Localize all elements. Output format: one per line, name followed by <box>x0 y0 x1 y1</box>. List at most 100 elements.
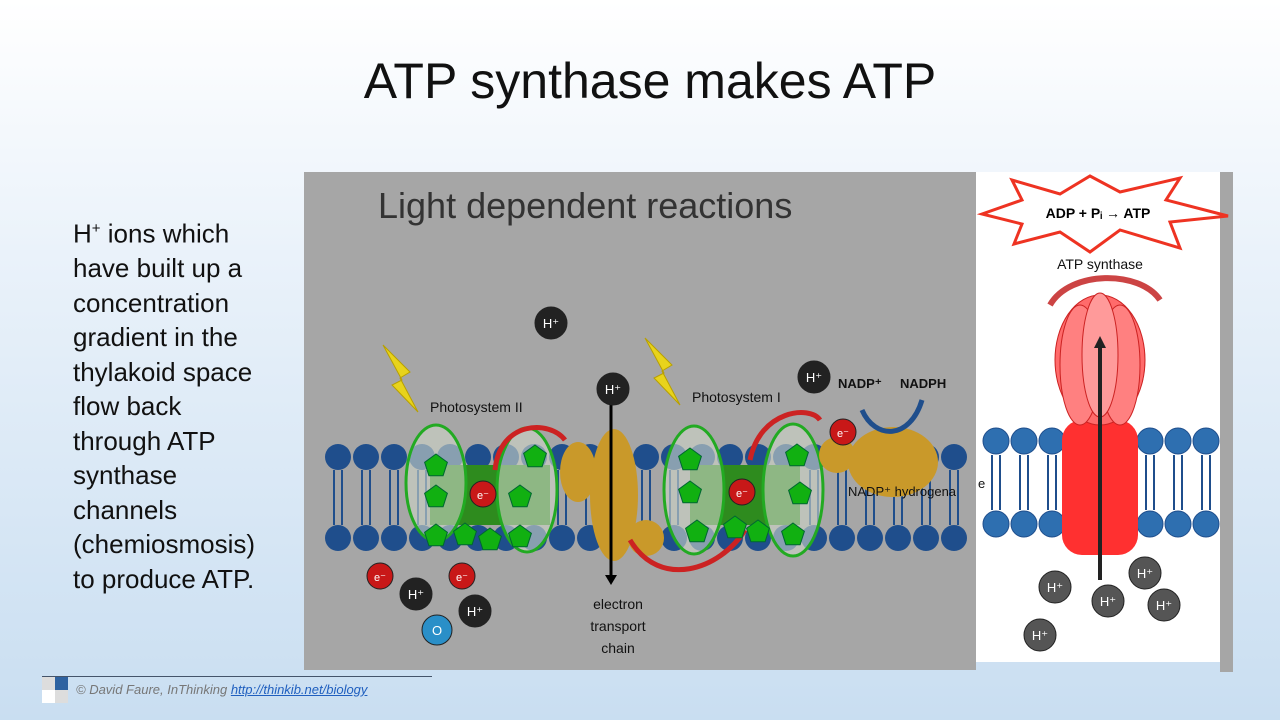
body-prefix: H <box>73 218 92 249</box>
svg-text:H⁺: H⁺ <box>1100 594 1116 609</box>
svg-text:H⁺: H⁺ <box>1047 580 1063 595</box>
chlorophyll-icon <box>678 480 702 504</box>
phospholipid-head <box>829 525 855 551</box>
body-prefix-sup: + <box>91 220 101 237</box>
nadp-hydrogenase-label: NADP⁺ hydrogena <box>848 484 957 499</box>
chlorophyll-icon <box>785 443 809 467</box>
footer-credit: © David Faure, InThinking <box>76 682 228 697</box>
nadp-arrow <box>859 399 925 434</box>
phospholipid-head <box>1164 427 1192 455</box>
etc-label-2: transport <box>590 618 645 634</box>
svg-text:e⁻: e⁻ <box>456 572 468 584</box>
phospholipid-head <box>1136 510 1164 538</box>
body-line: gradient in the <box>73 322 238 353</box>
chlorophyll-icon <box>723 515 747 539</box>
electron-arrow <box>747 410 823 461</box>
h-ion: H⁺ <box>534 306 568 340</box>
etc-label-3: chain <box>601 640 634 656</box>
atp-synthase-label: ATP synthase <box>1057 256 1143 272</box>
svg-text:e⁻: e⁻ <box>374 572 386 584</box>
svg-text:H⁺: H⁺ <box>605 382 621 397</box>
phospholipid-head <box>1192 510 1220 538</box>
phospholipid-head <box>1038 427 1066 455</box>
ps2-label: Photosystem II <box>430 399 523 415</box>
body-line: to produce ATP. <box>73 563 255 594</box>
phospholipid-head <box>717 444 743 470</box>
electron-arrow <box>627 528 748 572</box>
body-line: have built up a <box>73 253 243 284</box>
plastoquinone <box>560 442 596 502</box>
slide-title: ATP synthase makes ATP <box>363 53 937 109</box>
chlorophyll-icon <box>781 522 805 546</box>
ps1-label: Photosystem I <box>692 389 781 405</box>
chlorophyll-pentagons <box>424 443 812 551</box>
chlorophyll-icon <box>424 523 448 547</box>
phospholipid-head <box>941 444 967 470</box>
phospholipid-head <box>549 525 575 551</box>
footer: © David Faure, InThinking http://thinkib… <box>76 682 367 697</box>
equation-starburst <box>976 174 1229 254</box>
equation: ADP + Pᵢ → ATP <box>1046 205 1151 221</box>
phospholipid-head <box>941 525 967 551</box>
h-ion: H⁺ <box>596 372 630 406</box>
panel-edge <box>1220 172 1233 672</box>
body-line: channels <box>73 494 178 525</box>
ferredoxin <box>819 437 855 473</box>
h-ion: H⁺ <box>1038 570 1072 604</box>
nadp-label: NADP⁺ <box>838 376 882 391</box>
h-ion: H⁺ <box>1091 584 1125 618</box>
electron: e⁻ <box>448 562 476 590</box>
svg-text:e⁻: e⁻ <box>736 488 748 500</box>
phospholipid-head <box>1192 427 1220 455</box>
phospholipid-head <box>1164 510 1192 538</box>
svg-text:H⁺: H⁺ <box>806 370 822 385</box>
body-line: thylakoid space <box>73 356 253 387</box>
svg-text:H⁺: H⁺ <box>1137 566 1153 581</box>
svg-text:O: O <box>432 623 442 638</box>
phospholipid-head <box>633 444 659 470</box>
phospholipid-head <box>982 510 1010 538</box>
nadph-label: NADPH <box>900 376 946 391</box>
chlorophyll-icon <box>424 453 448 477</box>
h-ion: H⁺ <box>458 594 492 628</box>
phospholipid-head <box>325 444 351 470</box>
svg-text:H⁺: H⁺ <box>543 316 559 331</box>
ions: H⁺H⁺H⁺H⁺H⁺e⁻e⁻e⁻e⁻e⁻OH⁺H⁺H⁺H⁺H⁺ <box>366 306 1181 652</box>
phospholipid-head <box>353 525 379 551</box>
phospholipid-head <box>913 525 939 551</box>
electron: e⁻ <box>366 562 394 590</box>
rotation-arrow <box>1047 275 1163 307</box>
plastocyanin <box>628 520 664 556</box>
chlorophyll-icon <box>424 484 448 508</box>
body-line: (chemiosmosis) <box>73 529 256 560</box>
chlorophyll-icon <box>685 519 709 543</box>
svg-text:H⁺: H⁺ <box>408 587 424 602</box>
electron: e⁻ <box>829 418 857 446</box>
phospholipid-head <box>353 444 379 470</box>
chlorophyll-icon <box>788 481 812 505</box>
electron-arrow <box>492 425 567 471</box>
diagram-heading: Light dependent reactions <box>378 185 792 226</box>
phospholipid-head <box>465 444 491 470</box>
footer-link[interactable]: http://thinkib.net/biology <box>230 682 368 697</box>
electron: e⁻ <box>728 478 756 506</box>
oxygen: O <box>421 614 453 646</box>
phospholipid-head <box>857 525 883 551</box>
body-line: flow back <box>73 391 182 422</box>
svg-text:H⁺: H⁺ <box>467 604 483 619</box>
svg-text:e⁻: e⁻ <box>837 428 849 440</box>
body-line: synthase <box>73 460 178 491</box>
phospholipid-head <box>1038 510 1066 538</box>
h-ion: H⁺ <box>1023 618 1057 652</box>
phospholipid-head <box>982 427 1010 455</box>
chlorophyll-icon <box>453 522 477 546</box>
footer-line <box>42 676 432 677</box>
phospholipid-head <box>1010 427 1038 455</box>
phospholipid-head <box>325 525 351 551</box>
phospholipid-head <box>1136 427 1164 455</box>
electron: e⁻ <box>469 480 497 508</box>
body-line: through ATP <box>73 425 216 456</box>
